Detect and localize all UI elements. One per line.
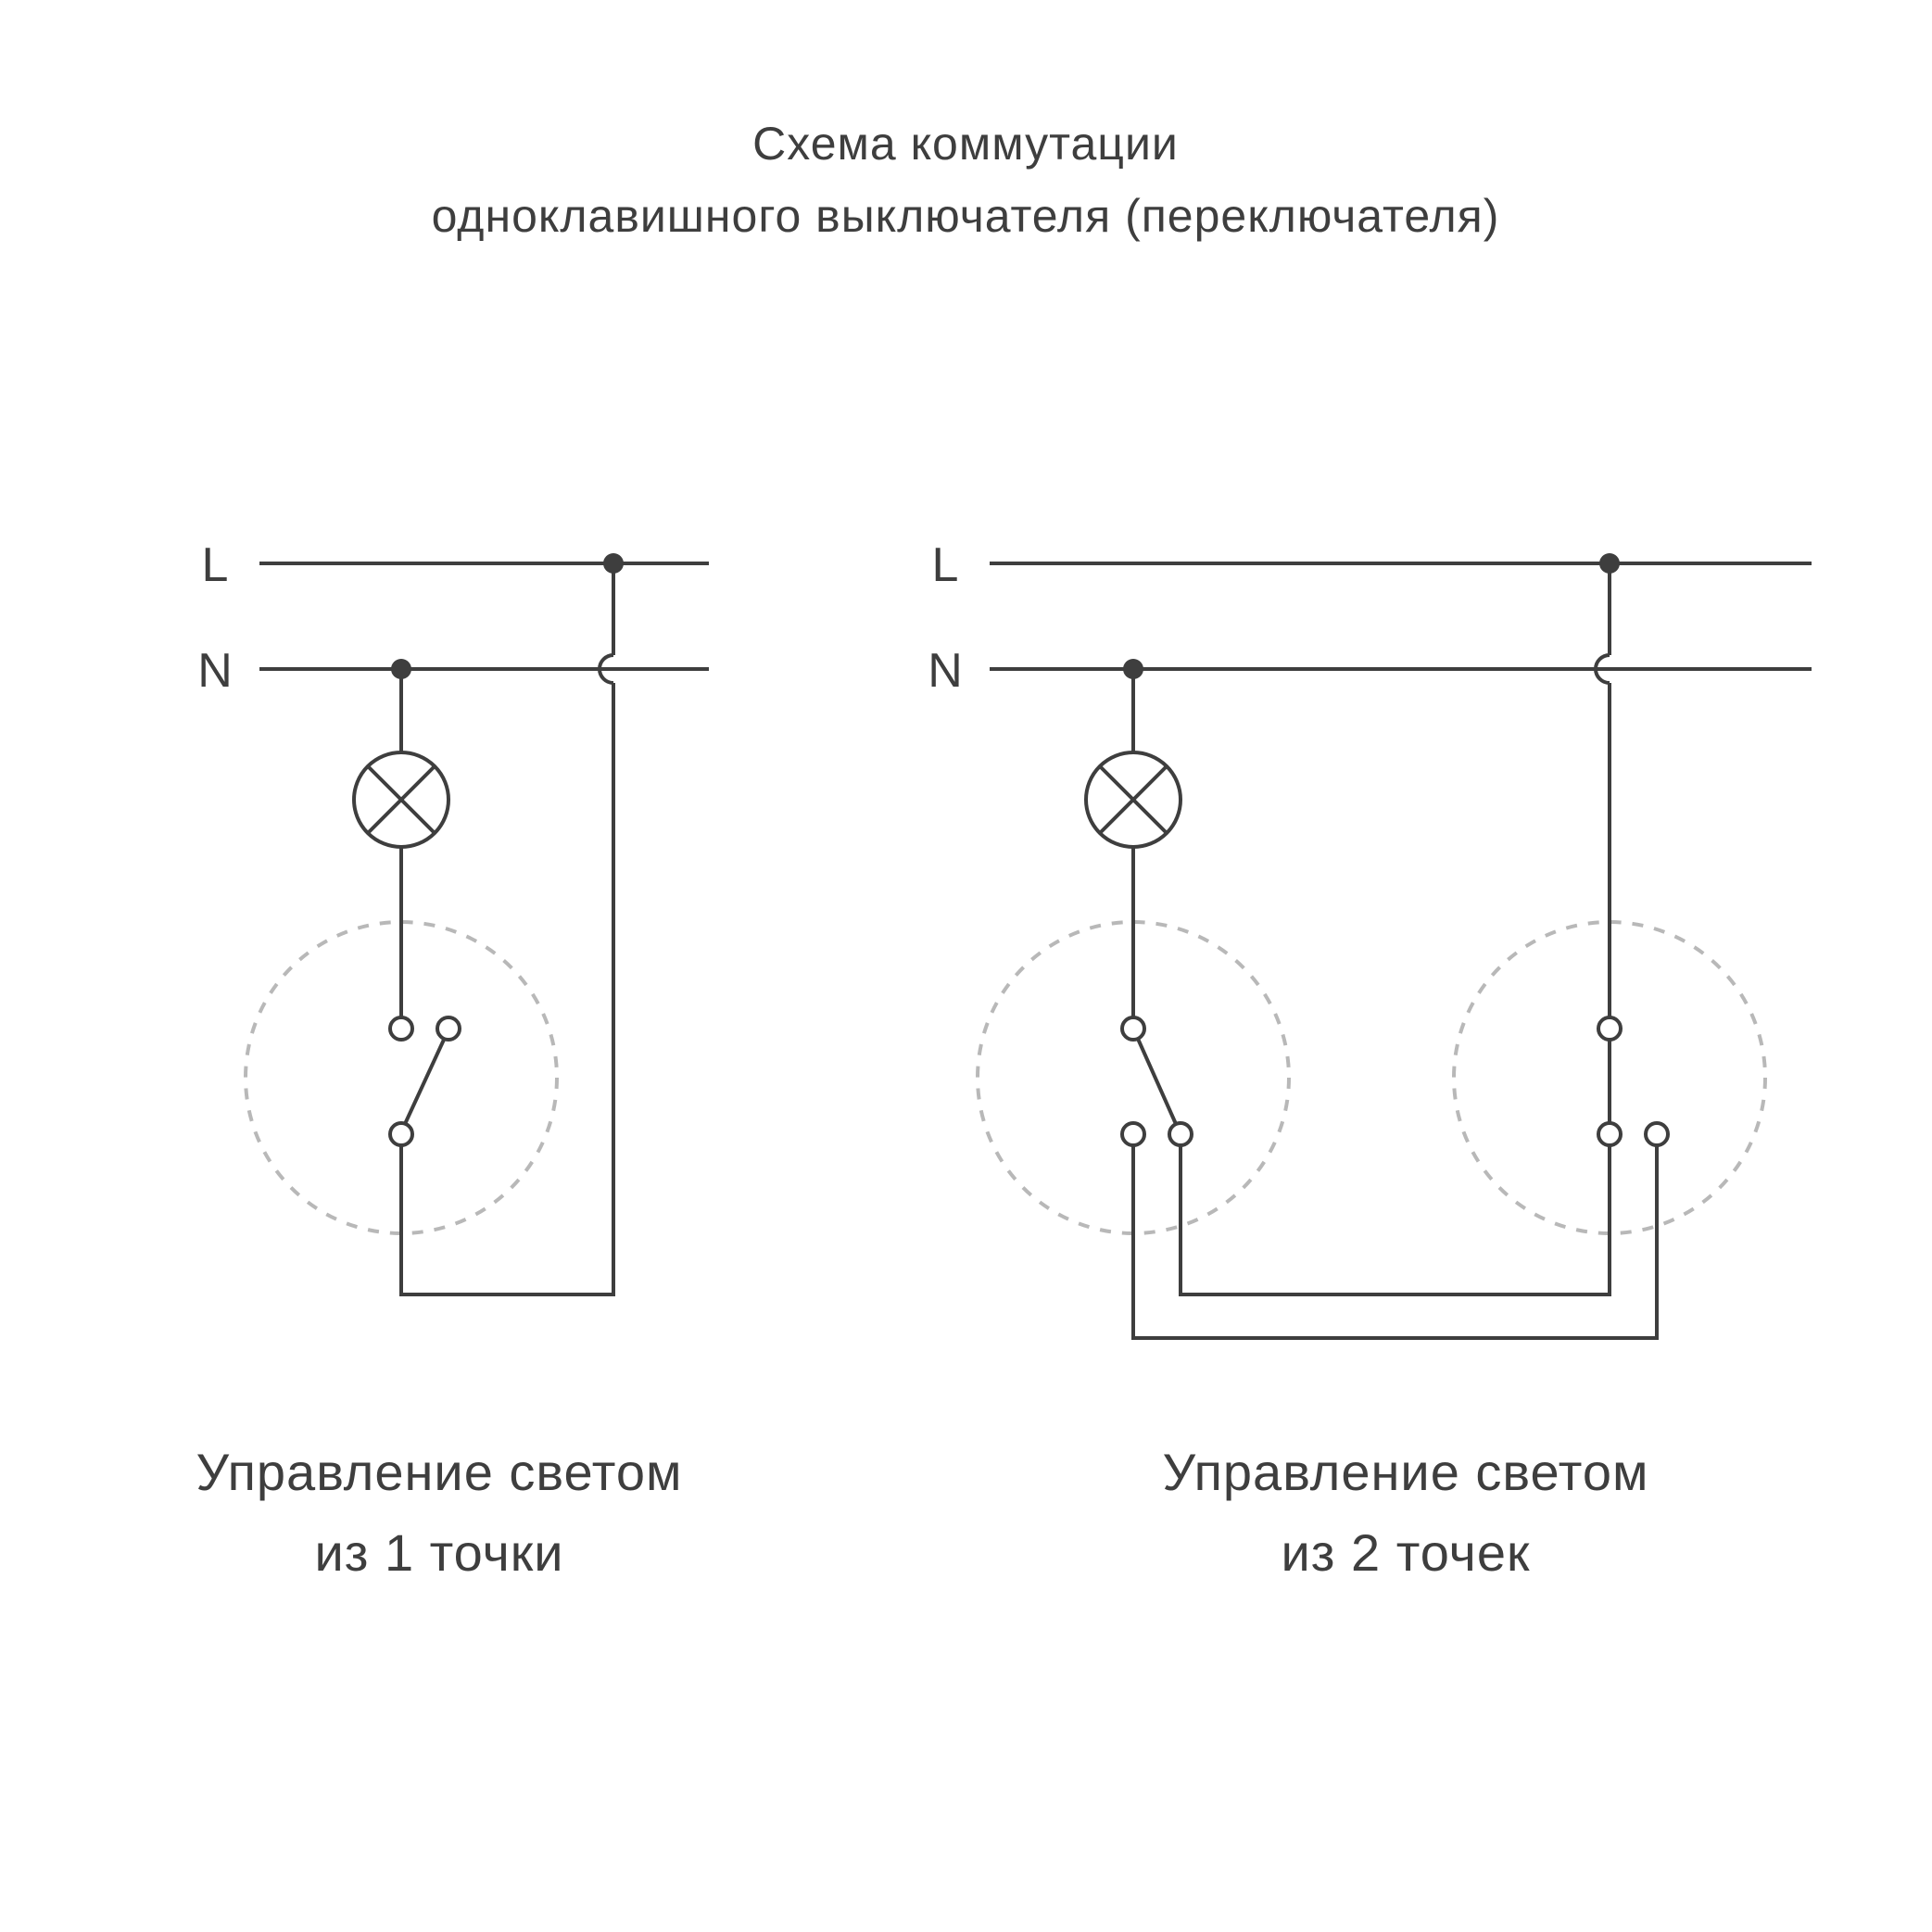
neutral-line-label: N xyxy=(197,644,233,698)
diagram-two-point: L N xyxy=(928,538,1812,1582)
page-title-line2: одноклавишного выключателя (переключател… xyxy=(432,190,1500,242)
traveler-wire-inner xyxy=(1179,1145,1611,1296)
no-connection-hop-icon xyxy=(598,653,614,685)
junction-dot xyxy=(1123,659,1143,679)
page-title: Схема коммутации одноклавишного выключат… xyxy=(432,118,1500,242)
caption-line1: Управление светом xyxy=(1163,1443,1649,1501)
diagram-one-point: L N Управление светом из 1 то xyxy=(196,538,709,1582)
switch-terminal xyxy=(1120,1016,1146,1042)
junction-dot xyxy=(603,553,624,574)
phase-line-label: L xyxy=(932,538,959,592)
neutral-line-label: N xyxy=(928,644,963,698)
flush-box-dashed-circle xyxy=(976,920,1291,1235)
caption-line1: Управление светом xyxy=(196,1443,683,1501)
junction-dot xyxy=(391,659,411,679)
traveler-wire-outer xyxy=(1131,1145,1659,1340)
switch-terminal xyxy=(1168,1121,1193,1147)
lamp-cross-icon xyxy=(1098,764,1168,835)
switch-terminal xyxy=(1597,1121,1623,1147)
switch-terminal xyxy=(388,1121,414,1147)
caption-line2: из 1 точки xyxy=(314,1523,563,1582)
phase-line-label: L xyxy=(202,538,229,592)
switch-terminal xyxy=(1120,1121,1146,1147)
flush-box-dashed-circle xyxy=(1452,920,1767,1235)
caption-line2: из 2 точек xyxy=(1282,1523,1531,1582)
return-wire xyxy=(399,683,615,1296)
switch-terminal xyxy=(1597,1016,1623,1042)
switch-terminal xyxy=(436,1016,461,1042)
switch-terminal xyxy=(1644,1121,1670,1147)
flush-box-dashed-circle xyxy=(244,920,559,1235)
page-title-line1: Схема коммутации xyxy=(752,118,1179,170)
junction-dot xyxy=(1599,553,1620,574)
switch-terminal xyxy=(388,1016,414,1042)
switch-blade xyxy=(403,1039,446,1125)
lamp-cross-icon xyxy=(366,764,436,835)
switch-blade xyxy=(1136,1038,1178,1125)
no-connection-hop-icon xyxy=(1594,653,1610,685)
